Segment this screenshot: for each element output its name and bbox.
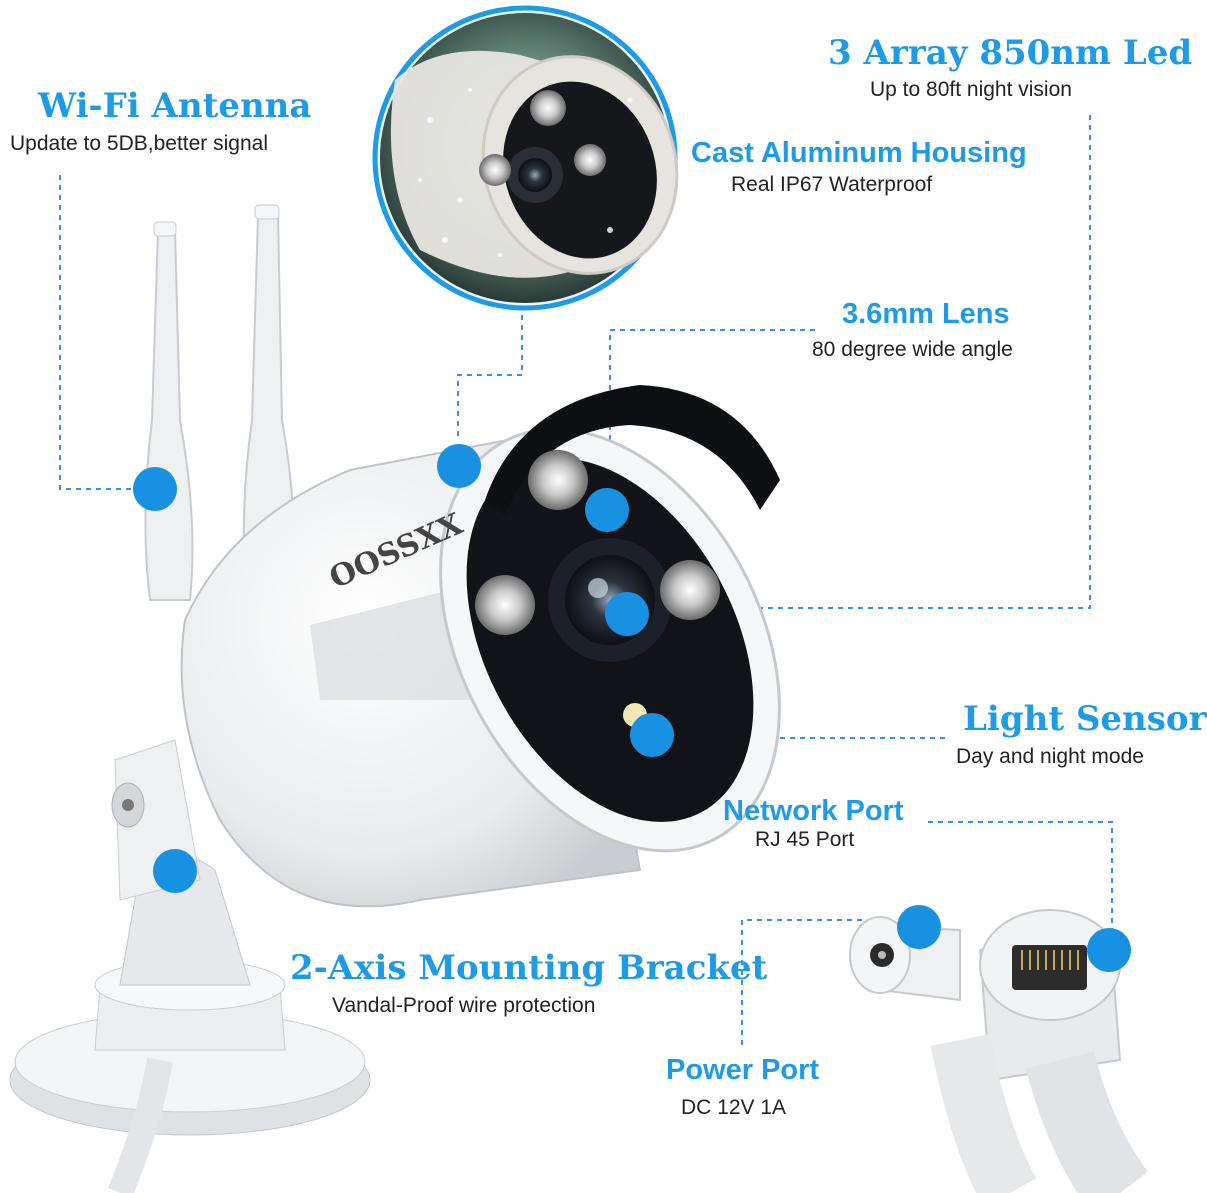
bracket-title: 2-Axis Mounting Bracket — [290, 948, 768, 988]
cable-connectors — [849, 909, 1149, 1193]
bracket-subtitle: Vandal-Proof wire protection — [332, 994, 596, 1017]
power-port-subtitle: DC 12V 1A — [681, 1096, 787, 1119]
led-array-title: 3 Array 850nm Led — [828, 33, 1193, 73]
network-port-title: Network Port — [723, 795, 904, 827]
light-sensor-subtitle: Day and night mode — [956, 745, 1144, 768]
marker-dot-bracket — [153, 849, 197, 893]
mount-bracket — [9, 739, 371, 1193]
camera-body — [180, 385, 781, 908]
wifi-antenna-title: Wi-Fi Antenna — [38, 86, 312, 126]
marker-dot-wifi — [133, 467, 177, 511]
marker-dot-sensor — [630, 713, 674, 757]
lens-title: 3.6mm Lens — [842, 298, 1010, 330]
waterproof-inset — [372, 5, 679, 311]
housing-title: Cast Aluminum Housing — [691, 137, 1027, 169]
marker-dot-network — [1087, 928, 1131, 972]
power-port-title: Power Port — [666, 1054, 820, 1086]
light-sensor-title: Light Sensor — [963, 699, 1207, 739]
marker-dot-led — [585, 488, 629, 532]
wifi-antenna-subtitle: Update to 5DB,better signal — [10, 132, 268, 155]
camera-illustration: OOSSXX — [9, 5, 1149, 1193]
network-port-subtitle: RJ 45 Port — [755, 828, 855, 851]
housing-subtitle: Real IP67 Waterproof — [731, 173, 933, 196]
marker-dot-housing — [437, 444, 481, 488]
marker-dot-lens — [605, 592, 649, 636]
lens-subtitle: 80 degree wide angle — [812, 338, 1013, 361]
marker-dot-power — [897, 905, 941, 949]
led-array-subtitle: Up to 80ft night vision — [870, 78, 1072, 101]
